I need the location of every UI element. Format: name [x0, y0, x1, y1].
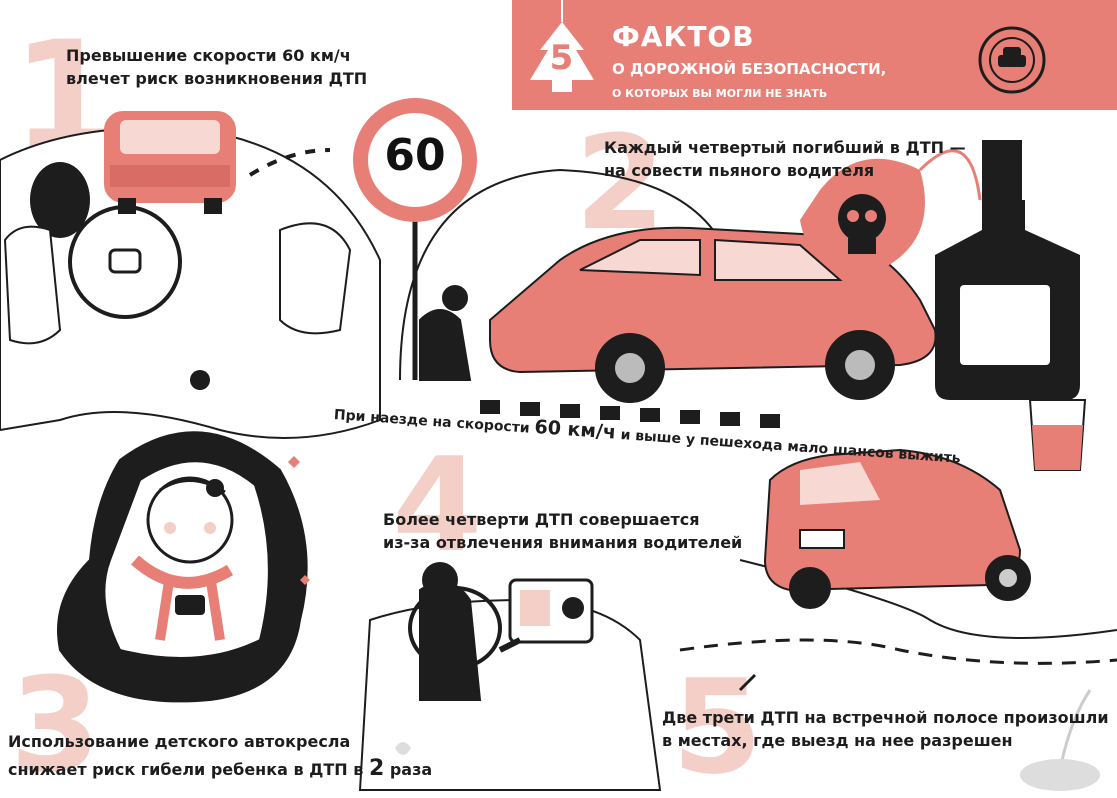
fact-3-line2: снижает риск гибели ребенка в ДТП в 2 ра… [8, 753, 432, 785]
header-title: ФАКТОВ [612, 20, 755, 53]
header-small: О КОТОРЫХ ВЫ МОГЛИ НЕ ЗНАТЬ [612, 87, 828, 100]
fact-3-text: Использование детского автокресла снижае… [8, 730, 432, 785]
fact-5-text: Две трети ДТП на встречной полосе произо… [662, 706, 1109, 752]
speed-sign-value: 60 [384, 130, 446, 181]
header-tag-number: 5 [549, 38, 575, 78]
fact-3-line2-b: 2 [368, 756, 385, 782]
fact-2-line1: Каждый четвертый погибший в ДТП — [604, 138, 966, 157]
fact-1-line2: влечет риск возникновения ДТП [66, 69, 368, 89]
tree-tag-icon [530, 22, 594, 92]
speed-limit-sign [353, 98, 477, 380]
pedestrian-scene [399, 140, 1087, 471]
fact-4-line1: Более четверти ДТП совершается [383, 510, 700, 529]
fact-3-line2-c: раза [384, 760, 433, 780]
pedestrian-text-b: 60 км/ч [533, 416, 617, 444]
fact-5-line2: в местах, где выезд на нее разрешен [662, 731, 1013, 751]
fact-3-line1: Использование детского автокресла [8, 732, 351, 751]
police-emblem-icon [978, 26, 1046, 94]
fact-4-number: 4 [392, 429, 483, 581]
fact-1-line1: Превышение скорости 60 км/ч [66, 46, 351, 65]
fact-2-text: Каждый четвертый погибший в ДТП — на сов… [604, 136, 966, 182]
car-interior-illustration [0, 111, 381, 439]
header-subtitle: О ДОРОЖНОЙ БЕЗОПАСНОСТИ, [612, 60, 887, 78]
fact-1-text: Превышение скорости 60 км/ч влечет риск … [66, 44, 367, 90]
fact-5-line1: Две трети ДТП на встречной полосе произо… [662, 708, 1109, 727]
bottle-icon [982, 140, 1022, 200]
road-car-illustration [679, 448, 1117, 791]
heart-icons [288, 456, 411, 755]
fact-4-line2: из-за отвлечения внимания водителей [383, 533, 743, 553]
child-seat-illustration [57, 431, 308, 703]
fact-2-line2: на совести пьяного водителя [604, 161, 875, 181]
skull-icon [838, 194, 886, 242]
fact-3-line2-a: снижает риск гибели ребенка в ДТП в [8, 760, 369, 780]
fact-4-text: Более четверти ДТП совершается из-за отв… [383, 508, 742, 554]
distracted-driver-illustration [358, 562, 662, 791]
fact-2-number: 2 [575, 107, 666, 259]
fact-3-number: 3 [10, 649, 101, 798]
